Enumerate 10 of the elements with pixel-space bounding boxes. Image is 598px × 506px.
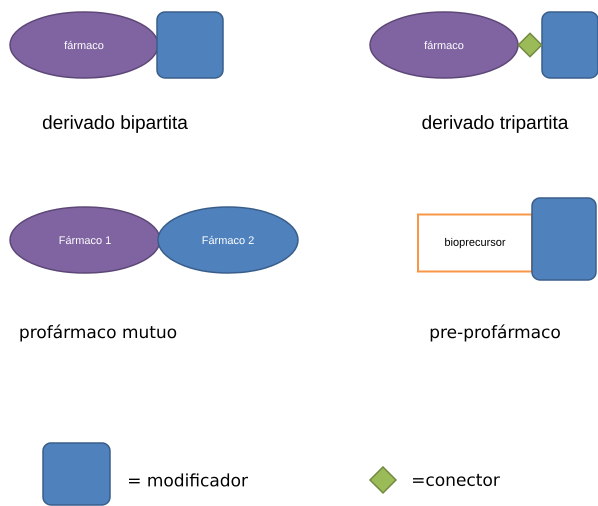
caption-text: profármaco mutuo	[20, 324, 176, 342]
modifier-box	[541, 11, 598, 79]
legend-text: =conector	[413, 474, 500, 486]
caption-text: derivado bipartita	[42, 115, 188, 133]
modifier-box	[156, 11, 224, 79]
caption-text: pre-profármaco	[430, 324, 560, 342]
modifier-box	[531, 197, 597, 281]
legend-text: = modificador	[129, 473, 248, 487]
caption-text: derivado tripartita	[422, 115, 568, 133]
bioprecursor-box: bioprecursor	[417, 214, 533, 272]
